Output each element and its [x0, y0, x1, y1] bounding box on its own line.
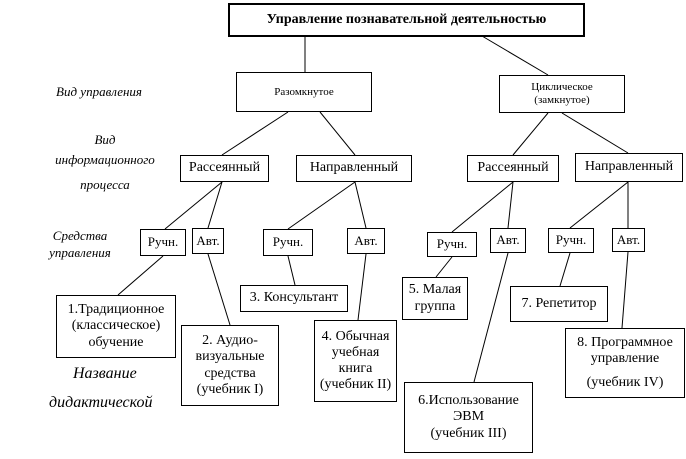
- box-auto-4: Авт.: [612, 228, 645, 252]
- box-manual-3: Ручн.: [427, 232, 477, 257]
- box-open-control: Разомкнутое: [236, 72, 372, 112]
- box-manual-2: Ручн.: [263, 229, 313, 256]
- box-auto-2: Авт.: [347, 228, 385, 254]
- box-auto-1: Авт.: [192, 228, 224, 254]
- box-scattered-left: Рассеянный: [180, 155, 269, 182]
- box-manual-1: Ручн.: [140, 229, 186, 256]
- side-label-info-process: Вид информационного процесса: [55, 132, 155, 192]
- box-consultant: 3. Консультант: [240, 285, 348, 312]
- box-manual-4: Ручн.: [548, 228, 594, 253]
- box-scattered-right: Рассеянный: [467, 155, 559, 182]
- box-directed-left: Направленный: [296, 155, 412, 182]
- box-ordinary-textbook: 4. Обычная учебная книга (учебник II): [314, 320, 397, 402]
- side-label-control-type: Вид управления: [56, 84, 142, 99]
- box-audiovisual-means: 2. Аудио- визуальные средства (учебник I…: [181, 325, 279, 406]
- box-small-group: 5. Малая группа: [402, 277, 468, 320]
- title-text: Управление познавательной деятельностью: [266, 11, 547, 27]
- box-directed-right: Направленный: [575, 153, 683, 182]
- title-box: Управление познавательной деятельностью: [228, 3, 585, 37]
- side-label-control-means: Средства управления: [49, 228, 111, 260]
- box-computer-use: 6.Использование ЭВМ (учебник III): [404, 382, 533, 453]
- box-cyclic-control: Циклическое (замкнутое): [499, 75, 625, 113]
- box-tutor: 7. Репетитор: [510, 286, 608, 322]
- box-traditional-learning: 1.Традиционное (классическое) обучение: [56, 295, 176, 358]
- side-label-didactic-name: Название дидактической: [49, 365, 153, 411]
- box-programmed-control: 8. Программное управление (учебник IV): [565, 328, 685, 398]
- box-auto-3: Авт.: [490, 228, 526, 253]
